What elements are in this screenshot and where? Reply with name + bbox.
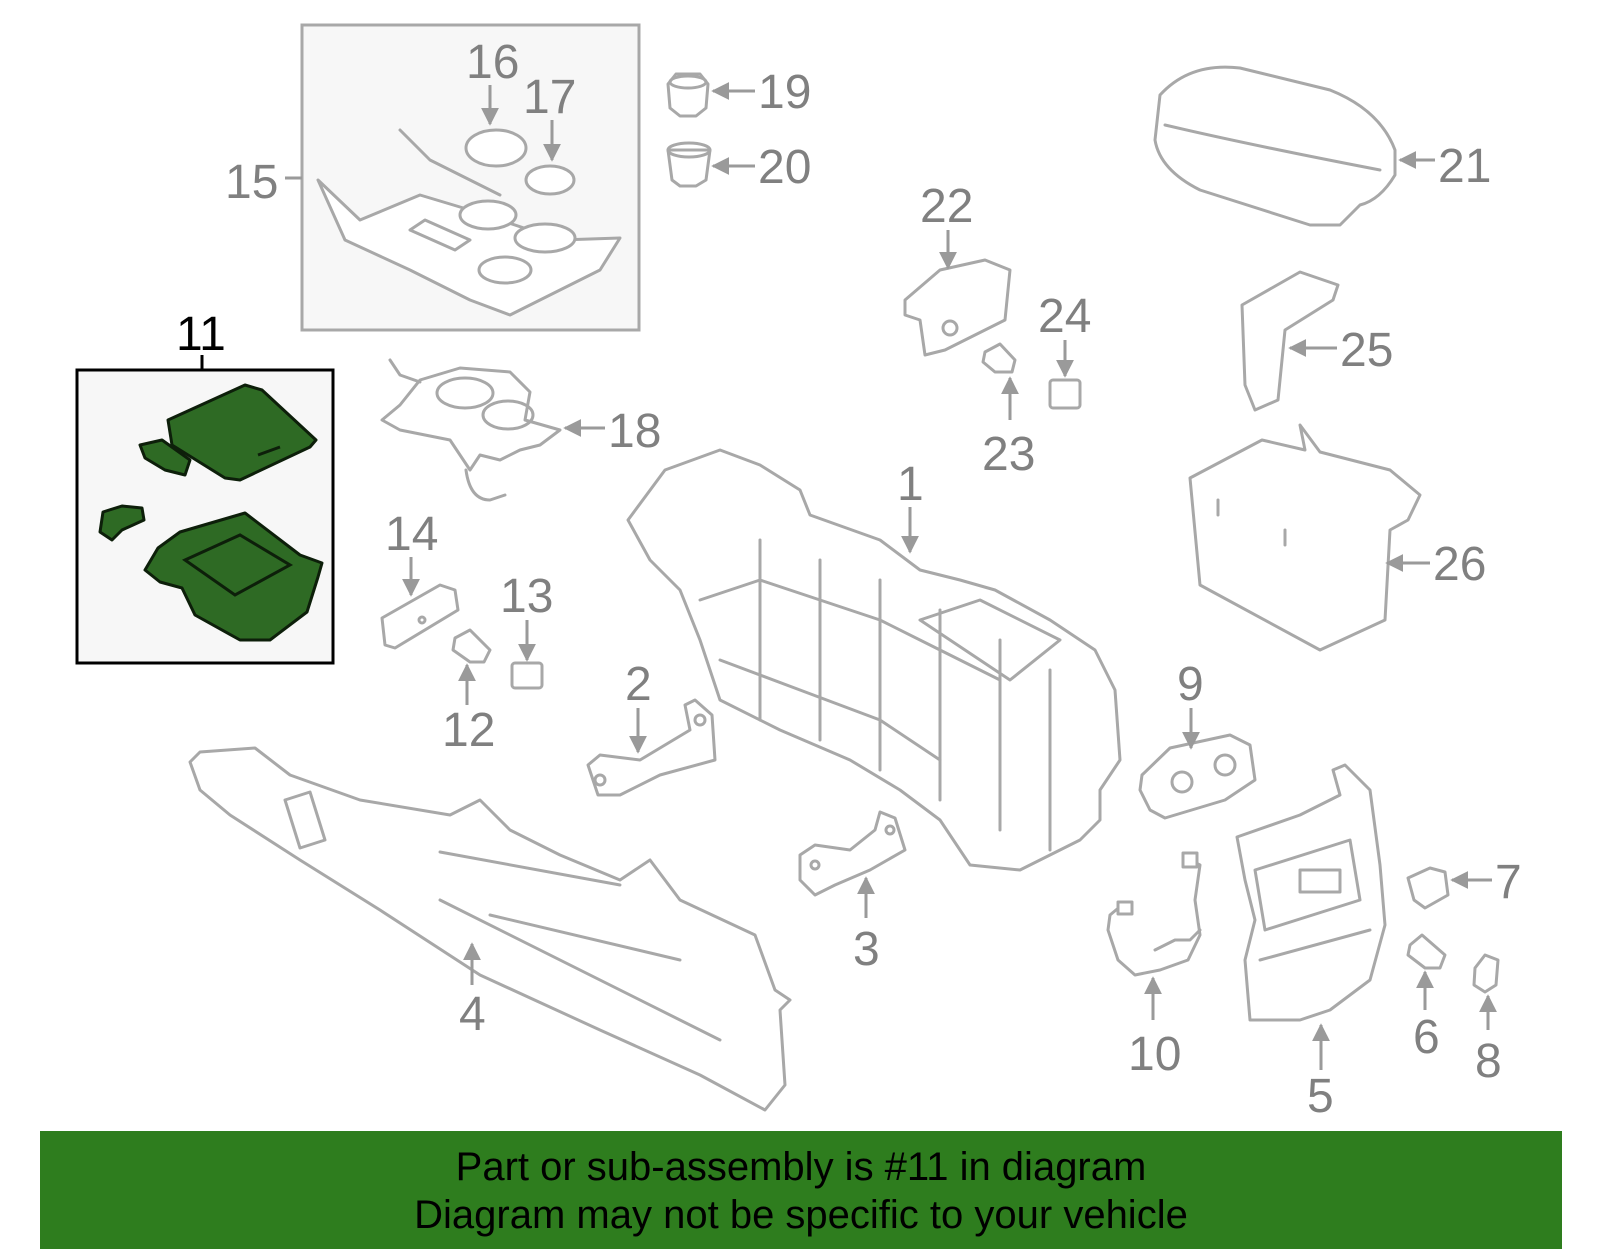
callout-26[interactable]: 26 — [1433, 538, 1486, 591]
part-12[interactable] — [451, 628, 492, 664]
callout-16[interactable]: 16 — [466, 36, 519, 89]
part-21[interactable] — [1153, 65, 1397, 227]
callout-6[interactable]: 6 — [1413, 1011, 1440, 1064]
callout-23[interactable]: 23 — [982, 428, 1035, 481]
part-26[interactable] — [1188, 423, 1422, 652]
part-22[interactable] — [903, 258, 1012, 357]
callout-15[interactable]: 15 — [225, 156, 278, 209]
callout-18[interactable]: 18 — [608, 405, 661, 458]
callout-13[interactable]: 13 — [500, 570, 553, 623]
callout-12[interactable]: 12 — [442, 704, 495, 757]
callout-9[interactable]: 9 — [1177, 658, 1204, 711]
part-13[interactable] — [510, 661, 544, 690]
callout-11[interactable]: 11 — [176, 308, 226, 361]
part-5[interactable] — [1235, 763, 1387, 1022]
part-3[interactable] — [798, 810, 907, 897]
part-15-group[interactable] — [285, 23, 641, 332]
callout-4[interactable]: 4 — [459, 988, 486, 1041]
banner-line-part: Part or sub-assembly is #11 in diagram — [455, 1145, 1147, 1189]
cover-lid — [166, 383, 318, 482]
callout-7[interactable]: 7 — [1495, 856, 1522, 909]
callout-25[interactable]: 25 — [1340, 324, 1393, 377]
callout-5[interactable]: 5 — [1307, 1070, 1334, 1123]
part-9[interactable] — [1138, 733, 1257, 820]
part-6[interactable] — [1406, 933, 1447, 970]
part-14[interactable] — [380, 583, 460, 650]
callout-1[interactable]: 1 — [897, 458, 924, 511]
bin-tray — [143, 511, 324, 642]
callout-8[interactable]: 8 — [1475, 1035, 1502, 1088]
part-8[interactable] — [1472, 953, 1500, 994]
lid-hinge — [138, 438, 192, 477]
part-7[interactable] — [1406, 866, 1450, 910]
part-23[interactable] — [981, 342, 1017, 374]
part-4[interactable] — [188, 746, 792, 1112]
callout-14[interactable]: 14 — [385, 508, 438, 561]
part-1[interactable] — [626, 448, 1122, 872]
callout-24[interactable]: 24 — [1038, 290, 1091, 343]
callout-10[interactable]: 10 — [1128, 1028, 1181, 1081]
part-2[interactable] — [586, 698, 717, 797]
screw — [98, 504, 146, 542]
callout-17[interactable]: 17 — [523, 71, 576, 124]
part-10[interactable] — [1106, 851, 1202, 977]
callout-20[interactable]: 20 — [758, 141, 811, 194]
callout-3[interactable]: 3 — [853, 923, 880, 976]
callout-22[interactable]: 22 — [920, 180, 973, 233]
banner-line-disclaimer: Diagram may not be specific to your vehi… — [414, 1193, 1188, 1237]
part-25[interactable] — [1240, 270, 1340, 412]
callout-2[interactable]: 2 — [625, 658, 652, 711]
callout-21[interactable]: 21 — [1438, 140, 1491, 193]
part-19[interactable] — [666, 72, 710, 118]
callout-19[interactable]: 19 — [758, 66, 811, 119]
part-11-group[interactable] — [75, 368, 335, 665]
part-24[interactable] — [1048, 378, 1082, 410]
part-18[interactable] — [380, 358, 562, 502]
info-banner: Part or sub-assembly is #11 in diagram D… — [40, 1131, 1562, 1249]
part-20[interactable] — [666, 141, 712, 188]
